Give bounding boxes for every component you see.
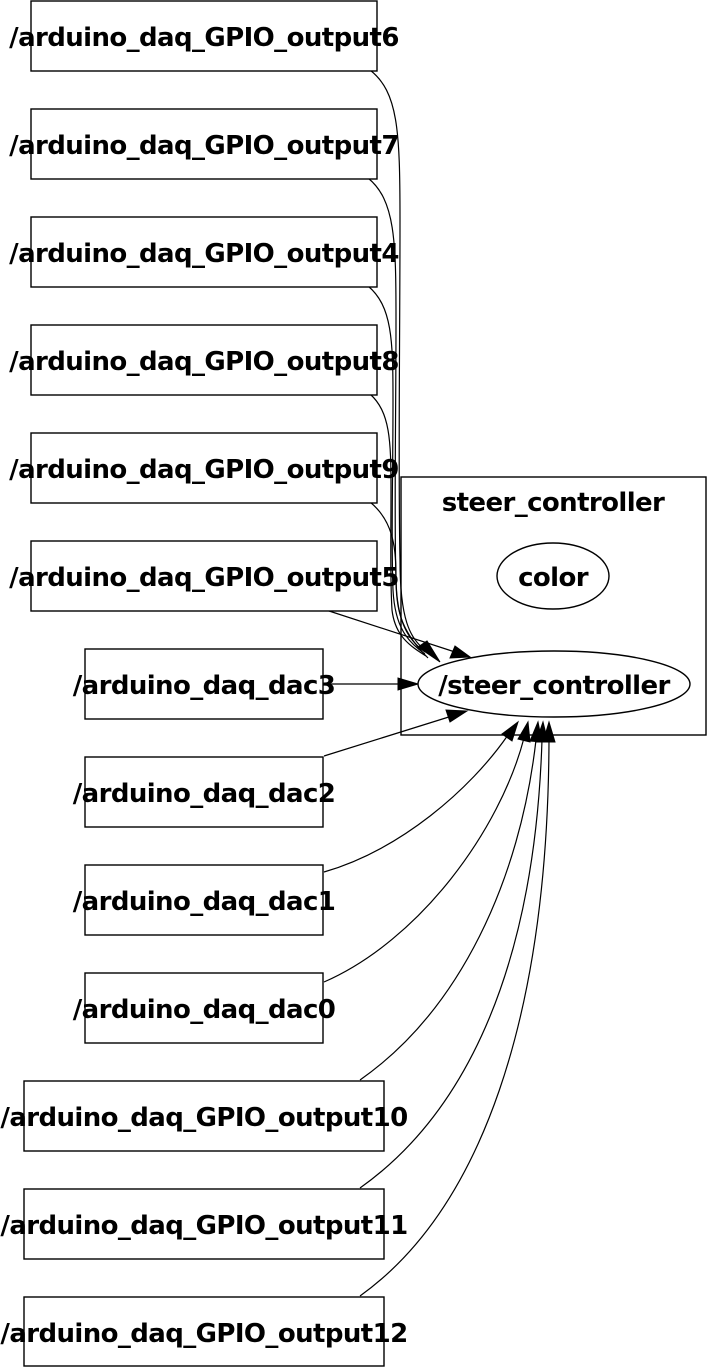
arrowhead-gpio12 (542, 720, 556, 743)
arrowheads (397, 640, 556, 743)
node-gpio-output10[interactable]: /arduino_daq_GPIO_output10 (0, 1080, 408, 1152)
node-gpio-output6-box (30, 0, 378, 72)
node-gpio-output4-box (30, 216, 378, 288)
node-steer-controller-label: /steer_controller (438, 671, 670, 701)
node-dac3-label: /arduino_daq_dac3 (73, 671, 336, 701)
node-dac2-label: /arduino_daq_dac2 (73, 779, 336, 809)
node-color-shape (496, 542, 610, 610)
node-color[interactable]: color (496, 542, 610, 610)
cluster-title: steer_controller (442, 488, 665, 518)
node-gpio-output5-label: /arduino_daq_GPIO_output5 (9, 563, 399, 593)
node-dac0[interactable]: /arduino_daq_dac0 (73, 972, 336, 1044)
edge-gpio6-to-steer (369, 69, 426, 651)
node-gpio-output11-box (23, 1188, 385, 1260)
node-gpio-output6-label: /arduino_daq_GPIO_output6 (9, 23, 399, 53)
node-gpio-output11-label: /arduino_daq_GPIO_output11 (0, 1211, 407, 1241)
edge-dac0-to-steer (323, 737, 525, 983)
node-gpio-output12-label: /arduino_daq_GPIO_output12 (0, 1319, 407, 1349)
node-gpio-output9-label: /arduino_daq_GPIO_output9 (9, 455, 399, 485)
edge-gpio10-to-steer (359, 739, 537, 1081)
node-gpio-output8-label: /arduino_daq_GPIO_output8 (9, 347, 399, 377)
edge-gpio5-to-steer (325, 609, 456, 653)
node-gpio-output7-label: /arduino_daq_GPIO_output7 (9, 131, 399, 161)
node-dac3-box (84, 648, 324, 720)
node-gpio-output4-label: /arduino_daq_GPIO_output4 (9, 239, 399, 269)
node-steer-controller-shape (417, 650, 691, 718)
edge-gpio8-to-steer (369, 393, 427, 657)
edges (323, 69, 550, 1297)
edge-dac2-to-steer (323, 715, 453, 757)
node-gpio-output7[interactable]: /arduino_daq_GPIO_output7 (9, 108, 399, 180)
edge-gpio4-to-steer (367, 285, 426, 655)
node-gpio-output6[interactable]: /arduino_daq_GPIO_output6 (9, 0, 399, 72)
arrowhead-gpio5 (449, 645, 472, 659)
node-dac1[interactable]: /arduino_daq_dac1 (73, 864, 336, 936)
node-color-label: color (518, 563, 589, 593)
node-steer-controller[interactable]: /steer_controller (417, 650, 691, 718)
arrowhead-dac0 (517, 720, 531, 743)
edge-gpio11-to-steer (359, 739, 543, 1189)
node-gpio-output7-box (30, 108, 378, 180)
cluster-steer-controller: steer_controller (400, 476, 707, 736)
node-gpio-output8-box (30, 324, 378, 396)
node-gpio-output4[interactable]: /arduino_daq_GPIO_output4 (9, 216, 399, 288)
node-dac3[interactable]: /arduino_daq_dac3 (73, 648, 336, 720)
edge-gpio12-to-steer (359, 739, 550, 1297)
node-gpio-output10-box (23, 1080, 385, 1152)
arrowhead-dac1 (501, 720, 519, 742)
arrowhead-dac3 (397, 677, 420, 691)
node-gpio-output8[interactable]: /arduino_daq_GPIO_output8 (9, 324, 399, 396)
node-gpio-output11[interactable]: /arduino_daq_GPIO_output11 (0, 1188, 408, 1260)
node-gpio-output12-box (23, 1296, 385, 1367)
node-dac2-box (84, 756, 324, 828)
node-gpio-output5-box (30, 540, 378, 612)
node-gpio-output10-label: /arduino_daq_GPIO_output10 (0, 1103, 407, 1133)
node-gpio-output9-box (30, 432, 378, 504)
cluster-border (400, 476, 707, 736)
node-gpio-output12[interactable]: /arduino_daq_GPIO_output12 (0, 1296, 408, 1367)
arrowhead-dac2 (445, 709, 469, 723)
node-dac0-box (84, 972, 324, 1044)
node-dac1-label: /arduino_daq_dac1 (73, 887, 336, 917)
node-gpio-output5[interactable]: /arduino_daq_GPIO_output5 (9, 540, 399, 612)
edge-gpio9-to-steer (369, 501, 429, 659)
node-dac0-label: /arduino_daq_dac0 (73, 995, 336, 1025)
node-gpio-output9[interactable]: /arduino_daq_GPIO_output9 (9, 432, 399, 504)
edge-dac1-to-steer (323, 734, 509, 873)
node-dac2[interactable]: /arduino_daq_dac2 (73, 756, 336, 828)
arrowhead-gpio-group (417, 640, 441, 663)
node-dac1-box (84, 864, 324, 936)
